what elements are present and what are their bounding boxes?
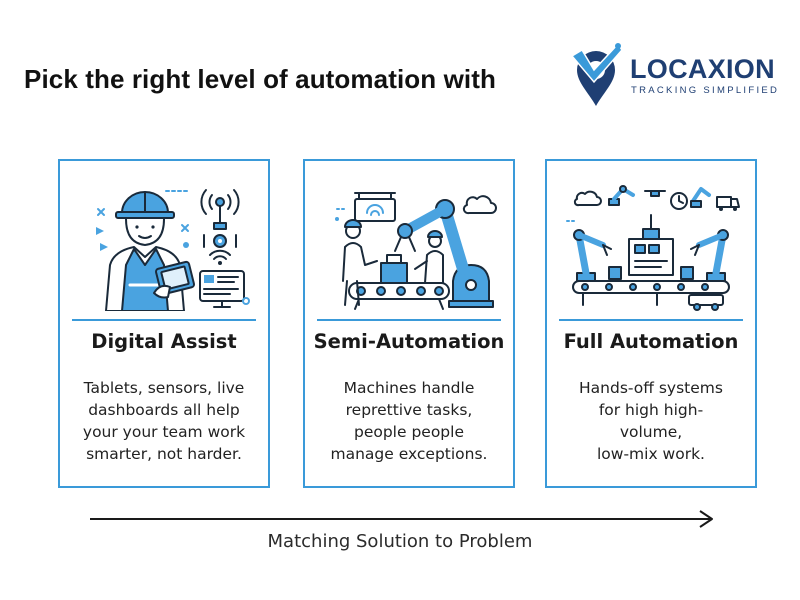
page-title: Pick the right level of automation with <box>24 64 496 94</box>
robot-arm-with-workers-icon <box>335 192 497 310</box>
description-line: Machines handle <box>343 379 475 397</box>
brand-logo: LOCAXION TRACKING SIMPLIFIED <box>568 40 782 108</box>
description-line: Hands-off systems <box>579 379 723 397</box>
progression-arrow <box>90 510 713 528</box>
card-description: Tablets, sensors, live dashboards all he… <box>64 377 264 465</box>
card-title: Digital Assist <box>91 330 237 353</box>
logo-wordmark: LOCAXION <box>630 54 775 84</box>
description-line: your your team work <box>82 423 246 441</box>
description-line: manage exceptions. <box>330 445 488 463</box>
card-semi-automation: Semi-Automation Machines handle repretti… <box>303 159 515 488</box>
card-divider <box>317 319 501 321</box>
card-divider <box>72 319 256 321</box>
card-divider <box>559 319 743 321</box>
description-line: for high high- <box>598 401 704 419</box>
location-pin-check-icon <box>570 42 623 106</box>
card-description: Hands-off systems for high high- volume,… <box>551 377 751 465</box>
card-full-automation: Full Automation Hands-off systems for hi… <box>545 159 757 488</box>
card-description: Machines handle reprettive tasks, people… <box>309 377 509 465</box>
card-title: Full Automation <box>563 330 739 353</box>
card-digital-assist: Digital Assist Tablets, sensors, live da… <box>58 159 270 488</box>
description-line: smarter, not harder. <box>86 445 242 463</box>
logo-tagline: TRACKING SIMPLIFIED <box>631 85 780 96</box>
card-title: Semi-Automation <box>313 330 505 353</box>
description-line: Tablets, sensors, live <box>83 379 245 397</box>
worker-with-tablet-icon <box>96 189 250 311</box>
description-line: volume, <box>619 423 683 441</box>
arrow-label: Matching Solution to Problem <box>267 531 533 552</box>
description-line: reprettive tasks, <box>345 401 473 419</box>
automated-factory-line-icon <box>566 185 740 311</box>
description-line: dashboards all help <box>88 401 240 419</box>
description-line: low-mix work. <box>596 445 705 463</box>
description-line: people people <box>353 423 464 441</box>
